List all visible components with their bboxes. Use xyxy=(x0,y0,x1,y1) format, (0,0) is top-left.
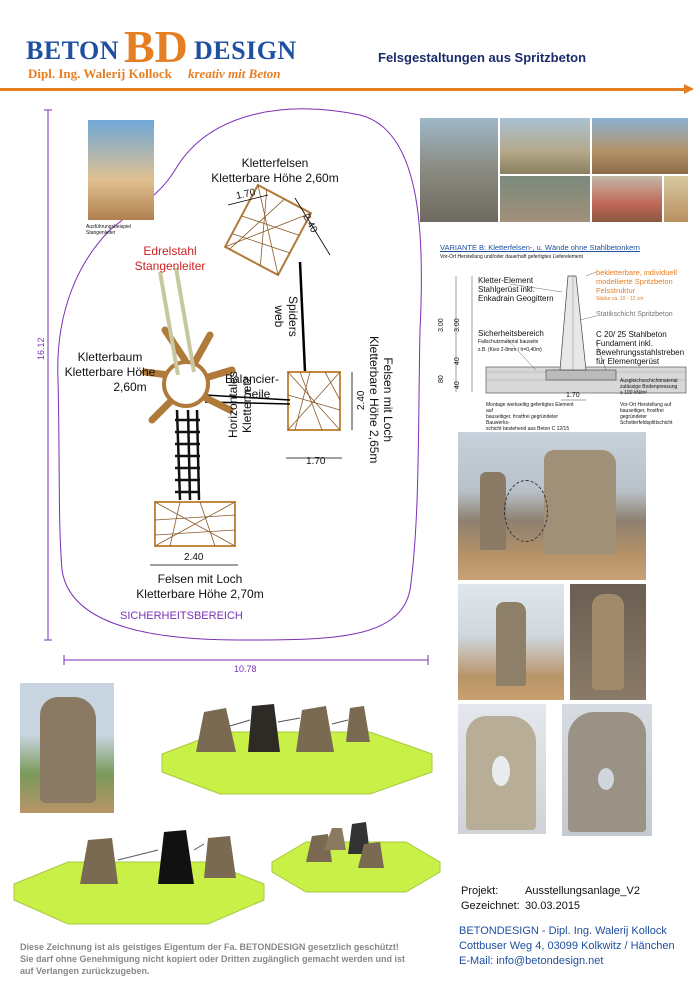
logo-slogan: kreativ mit Beton xyxy=(188,66,281,81)
section-subtitle: Vor-Ort Herstellung und/oder dauerhaft g… xyxy=(440,254,583,260)
section-element-note: Kletter-Element Stahlgerüst inkl. Enkadr… xyxy=(478,276,554,303)
felsen-bottom-label: Felsen mit Loch Kletterbare Höhe 2,70m xyxy=(136,572,264,601)
felsen-bottom-width: 2.40 xyxy=(184,552,204,563)
section-surface-note: bekletterbare, individuell modellierte S… xyxy=(596,268,677,302)
safety-boundary xyxy=(57,108,422,641)
kletterbaum-shape xyxy=(141,267,236,424)
photo-rock-pillar xyxy=(458,584,564,700)
photo-rock-hole-2 xyxy=(562,704,652,836)
header-rule xyxy=(0,88,686,91)
drawn-label: Gezeichnet: xyxy=(461,900,520,912)
section-drawing xyxy=(455,271,687,401)
dim-height-label: 16.12 xyxy=(36,337,46,360)
photo-climbing-structure xyxy=(592,118,688,174)
photo-rock-hole-1 xyxy=(458,704,546,834)
safety-zone-label: SICHERHEITSBEREICH xyxy=(120,610,243,622)
section-title: VARIANTE B: Kletterfelsen-, u. Wände ohn… xyxy=(440,243,640,252)
photo-tree-trunk-indoor xyxy=(570,584,646,700)
header-rule-arrow xyxy=(684,84,694,94)
contact-company: BETONDESIGN - Dipl. Ing. Walerij Kollock xyxy=(459,925,667,937)
photo-pillar-shape xyxy=(496,602,526,686)
logo-beton: BETON xyxy=(26,36,120,65)
photo-rock-right xyxy=(544,450,616,554)
dim-300-a: 3.00 xyxy=(438,318,445,332)
site-plan xyxy=(44,108,429,665)
photo-hole-2 xyxy=(598,768,614,790)
logo-design: DESIGN xyxy=(194,36,297,65)
project-label: Projekt: xyxy=(461,885,499,897)
felsen-right-width: 1.70 xyxy=(306,456,326,467)
photo-giraffe xyxy=(664,176,688,222)
kletterfelsen-label: Kletterfelsen Kletterbare Höhe 2,60m xyxy=(211,156,339,185)
photo-red-rock xyxy=(592,176,662,222)
photo-trunk-shape xyxy=(592,594,624,690)
photo-web xyxy=(504,480,548,542)
project-info: Projekt: Ausstellungsanlage_V2 Gezeichnet… xyxy=(461,884,640,914)
dim-170: 1.70 xyxy=(566,392,580,399)
page-title: Felsgestaltungen aus Spritzbeton xyxy=(378,50,587,65)
dim-40-a: 40 xyxy=(454,357,461,365)
project-value: Ausstellungsanlage_V2 xyxy=(525,885,640,897)
kletterbaum-label: Kletterbaum Kletterbare Höhe 2,60m xyxy=(64,350,156,394)
render-3d-left xyxy=(13,830,265,925)
photo-stump-shape xyxy=(40,697,96,803)
section-static-note: Statikschicht Spritzbeton xyxy=(596,311,673,318)
dim-80: 80 xyxy=(438,375,445,383)
section-safety-note: Sicherheitsbereich Fallschutzmaterial ba… xyxy=(478,329,544,354)
example-photo-ladder xyxy=(88,120,154,220)
section-note-mid: Ausgleichsschichtmaterial zulässige Bode… xyxy=(620,378,678,396)
section-note-right: Vor-Ort Herstellung auf bauseitiger, fro… xyxy=(620,402,673,426)
section-foundation-note: C 20/ 25 Stahlbeton Fundament inkl. Bewe… xyxy=(596,330,685,366)
dim-width-label: 10.78 xyxy=(234,664,257,674)
drawn-value: 30.03.2015 xyxy=(525,900,581,912)
photo-spider-web-rocks xyxy=(458,432,646,580)
photo-rock-child xyxy=(420,118,498,222)
kletterfelsen-shape xyxy=(223,183,313,277)
logo-bd-mark: BD xyxy=(124,21,188,72)
netz-label: Horizontales Klettemetz xyxy=(226,371,254,438)
felsen-right-label: Felsen mit Loch Kletterbare Höhe 2,65m xyxy=(367,336,395,464)
contact-block: BETONDESIGN - Dipl. Ing. Walerij Kollock… xyxy=(459,924,675,969)
felsen-right-shape xyxy=(287,371,341,431)
photo-hole-1 xyxy=(492,756,510,786)
photo-tree-stump xyxy=(20,683,114,813)
example-caption: Ausführungsbeispiel Stangenleiter xyxy=(86,224,132,236)
spiders-label: Spiders web xyxy=(272,296,300,337)
netz-shape xyxy=(175,409,201,501)
felsen-bottom-shape xyxy=(154,501,236,547)
render-3d-top xyxy=(161,704,433,795)
photo-collage-top xyxy=(420,118,688,222)
contact-email[interactable]: E-Mail: info@betondesign.net xyxy=(459,955,604,967)
balancier-label: Balancier- Seile xyxy=(224,372,280,401)
photo-rock-left xyxy=(480,472,506,550)
copyright-notice: Diese Zeichnung ist als geistiges Eigent… xyxy=(20,942,406,976)
dim-40-b: 40 xyxy=(454,381,461,389)
logo-owner: Dipl. Ing. Walerij Kollock xyxy=(28,66,172,81)
contact-address: Cottbuser Weg 4, 03099 Kolkwitz / Hänche… xyxy=(459,940,675,952)
logo: BETON BD DESIGN Dipl. Ing. Walerij Kollo… xyxy=(24,21,314,82)
render-3d-right xyxy=(271,822,441,893)
dim-300-b: 3.00 xyxy=(454,318,461,332)
photo-lying-person xyxy=(500,176,590,222)
felsen-right-height: 2.40 xyxy=(356,390,367,410)
photo-rock-playground xyxy=(500,118,590,174)
edelstahl-label: Edrelstahl Stangenleiter xyxy=(134,244,206,273)
